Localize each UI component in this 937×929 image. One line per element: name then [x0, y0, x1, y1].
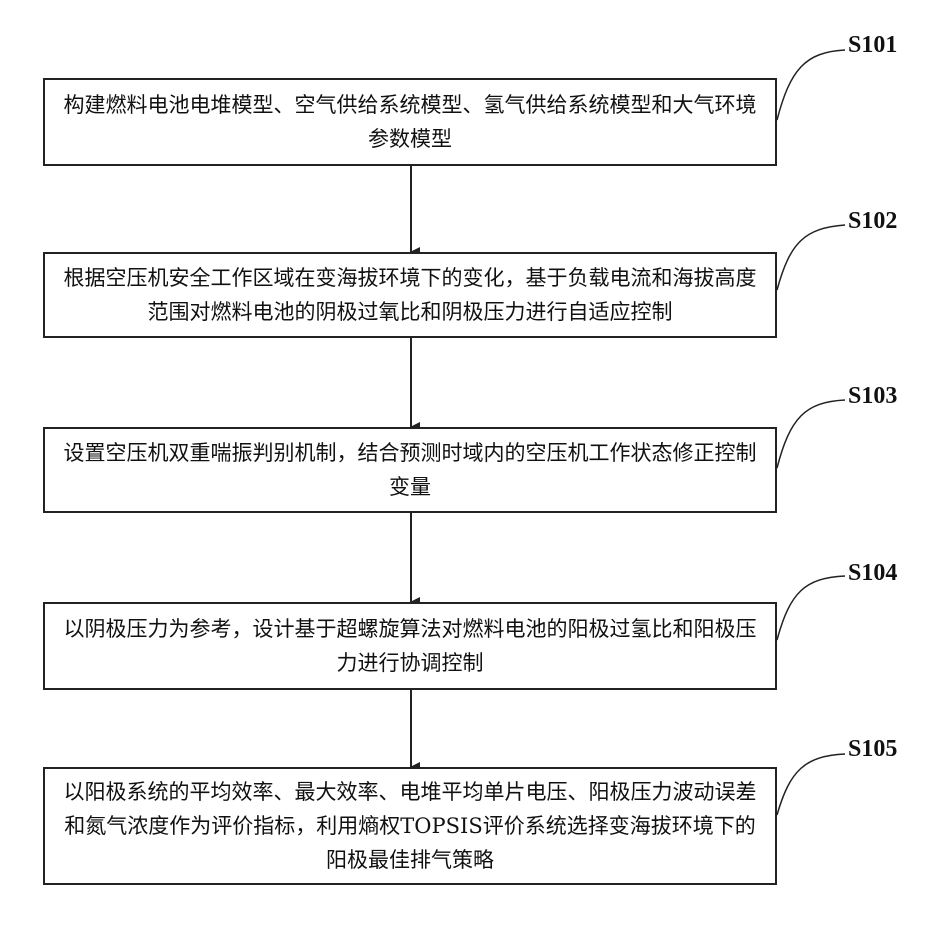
leader-s102: [777, 225, 845, 290]
step-box-s104: 以阴极压力为参考，设计基于超螺旋算法对燃料电池的阳极过氢比和阳极压力进行协调控制: [43, 602, 777, 690]
step-text-s101: 构建燃料电池电堆模型、空气供给系统模型、氢气供给系统模型和大气环境参数模型: [57, 88, 763, 156]
step-text-s103: 设置空压机双重喘振判别机制，结合预测时域内的空压机工作状态修正控制变量: [57, 436, 763, 504]
step-text-s102: 根据空压机安全工作区域在变海拔环境下的变化，基于负载电流和海拔高度范围对燃料电池…: [57, 261, 763, 329]
leader-s104: [777, 576, 845, 640]
step-box-s105: 以阳极系统的平均效率、最大效率、电堆平均单片电压、阳极压力波动误差和氮气浓度作为…: [43, 767, 777, 885]
step-box-s101: 构建燃料电池电堆模型、空气供给系统模型、氢气供给系统模型和大气环境参数模型: [43, 78, 777, 166]
leader-s101: [777, 50, 845, 120]
step-box-s103: 设置空压机双重喘振判别机制，结合预测时域内的空压机工作状态修正控制变量: [43, 427, 777, 513]
leader-s105: [777, 754, 845, 815]
step-label-s103: S103: [848, 383, 897, 410]
step-label-s102: S102: [848, 208, 897, 235]
step-box-s102: 根据空压机安全工作区域在变海拔环境下的变化，基于负载电流和海拔高度范围对燃料电池…: [43, 252, 777, 338]
step-label-s105: S105: [848, 736, 897, 763]
leader-s103: [777, 400, 845, 468]
step-label-s101: S101: [848, 32, 897, 59]
step-label-s104: S104: [848, 560, 897, 587]
step-text-s104: 以阴极压力为参考，设计基于超螺旋算法对燃料电池的阳极过氢比和阳极压力进行协调控制: [57, 612, 763, 680]
step-text-s105: 以阳极系统的平均效率、最大效率、电堆平均单片电压、阳极压力波动误差和氮气浓度作为…: [57, 775, 763, 877]
